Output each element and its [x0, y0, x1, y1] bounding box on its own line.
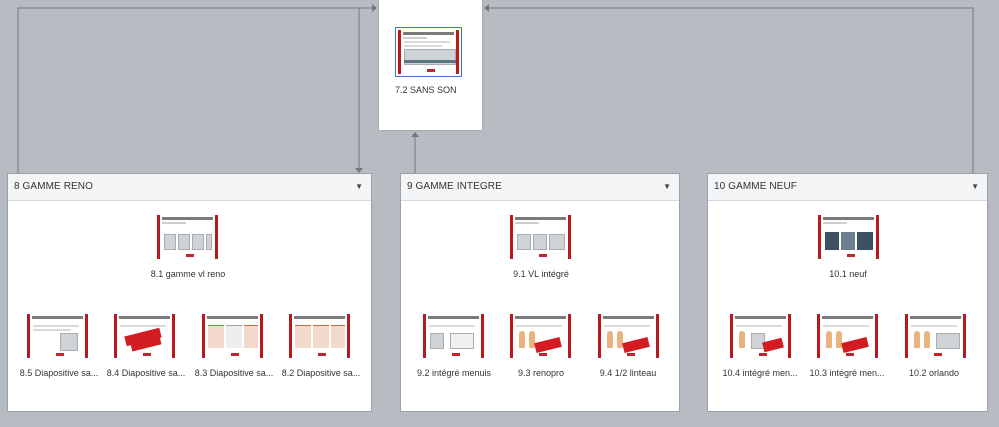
section-title-9: 9 GAMME INTEGRE: [407, 181, 502, 192]
slide-10-4-thumbnail[interactable]: [730, 314, 791, 358]
slide-8-4-label: 8.4 Diapositive sa...: [106, 368, 186, 378]
section-panel-8: 8 GAMME RENO ▼ 8.1 gamme vl reno 8.5 Dia…: [7, 173, 372, 412]
caret-down-icon[interactable]: ▼: [971, 182, 979, 191]
slide-9-1-thumbnail[interactable]: [510, 215, 571, 259]
slide-9-1-label: 9.1 VL intégré: [513, 269, 569, 279]
section-title-10: 10 GAMME NEUF: [714, 181, 797, 192]
slide-10-2-thumbnail[interactable]: [905, 314, 966, 358]
slide-9-4-label: 9.4 1/2 linteau: [599, 368, 657, 378]
slide-8-3-thumbnail[interactable]: [202, 314, 263, 358]
caret-down-icon[interactable]: ▼: [663, 182, 671, 191]
slide-8-5-thumbnail[interactable]: [27, 314, 88, 358]
slide-7-2-label: 7.2 SANS SON: [395, 85, 457, 95]
slide-7-2-thumbnail[interactable]: [395, 27, 462, 77]
slide-8-5-label: 8.5 Diapositive sa...: [19, 368, 99, 378]
slide-8-1-label: 8.1 gamme vl reno: [150, 269, 226, 279]
slide-10-1-label: 10.1 neuf: [829, 269, 867, 279]
slide-10-3-label: 10.3 intégré men...: [809, 368, 885, 378]
slide-9-2-label: 9.2 intégré menuis: [416, 368, 492, 378]
section-panel-9: 9 GAMME INTEGRE ▼ 9.1 VL intégré 9.2 int…: [400, 173, 680, 412]
slide-10-1-thumbnail[interactable]: [818, 215, 879, 259]
section-title-8: 8 GAMME RENO: [14, 181, 93, 192]
section-header-10[interactable]: 10 GAMME NEUF ▼: [708, 174, 987, 201]
slide-10-4-label: 10.4 intégré men...: [722, 368, 798, 378]
slide-8-2-thumbnail[interactable]: [289, 314, 350, 358]
slide-9-3-thumbnail[interactable]: [510, 314, 571, 358]
slide-8-2-label: 8.2 Diapositive sa...: [281, 368, 361, 378]
slide-9-3-label: 9.3 renopro: [517, 368, 565, 378]
slide-8-1-thumbnail[interactable]: [157, 215, 218, 259]
slide-9-4-thumbnail[interactable]: [598, 314, 659, 358]
slide-10-3-thumbnail[interactable]: [817, 314, 878, 358]
section-header-9[interactable]: 9 GAMME INTEGRE ▼: [401, 174, 679, 201]
section-panel-10: 10 GAMME NEUF ▼ 10.1 neuf 10.4 intégré m…: [707, 173, 988, 412]
slide-10-2-label: 10.2 orlando: [908, 368, 960, 378]
slide-8-3-label: 8.3 Diapositive sa...: [194, 368, 274, 378]
slide-8-4-thumbnail[interactable]: [114, 314, 175, 358]
slide-9-2-thumbnail[interactable]: [423, 314, 484, 358]
caret-down-icon[interactable]: ▼: [355, 182, 363, 191]
section-header-8[interactable]: 8 GAMME RENO ▼: [8, 174, 371, 201]
top-slide-card[interactable]: 7.2 SANS SON: [379, 0, 482, 130]
